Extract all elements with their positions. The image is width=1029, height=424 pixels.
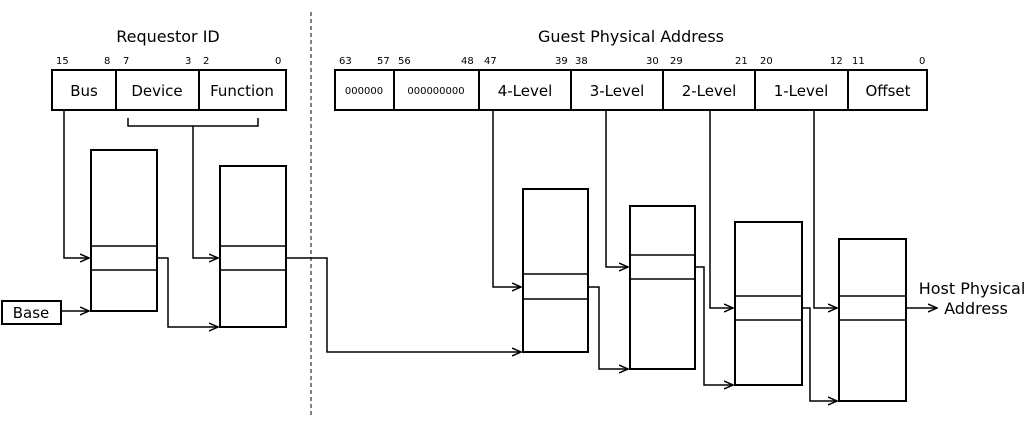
arrow-l1-index bbox=[813, 110, 837, 308]
arrow-l4-to-l3 bbox=[588, 286, 628, 369]
field-reserved-low: 000000000 bbox=[407, 86, 464, 97]
bit-label: 47 bbox=[484, 56, 497, 67]
bit-label: 30 bbox=[646, 56, 659, 67]
bit-label: 7 bbox=[123, 56, 129, 67]
field-level-1: 1-Level bbox=[774, 82, 829, 100]
arrow-l2-index bbox=[709, 110, 733, 308]
bit-label: 63 bbox=[339, 56, 352, 67]
guest-physical-address-title: Guest Physical Address bbox=[538, 27, 724, 46]
bit-label: 11 bbox=[852, 56, 865, 67]
field-level-4: 4-Level bbox=[498, 82, 553, 100]
bit-label: 57 bbox=[377, 56, 390, 67]
arrow-devfn-index bbox=[192, 138, 218, 258]
bit-label: 20 bbox=[760, 56, 773, 67]
arrow-context-to-l4 bbox=[286, 257, 521, 352]
field-offset: Offset bbox=[865, 82, 910, 100]
field-reserved-high: 000000 bbox=[345, 86, 383, 97]
bit-label: 12 bbox=[830, 56, 843, 67]
guest-physical-address-register: 000000 000000000 4-Level 3-Level 2-Level… bbox=[334, 56, 928, 111]
bit-label: 38 bbox=[575, 56, 588, 67]
connectors bbox=[61, 110, 937, 401]
arrow-l4-index bbox=[492, 110, 521, 287]
arrow-l3-index bbox=[605, 110, 628, 267]
bit-label: 39 bbox=[555, 56, 568, 67]
level-2-page-table bbox=[734, 221, 803, 386]
arrow-root-to-context bbox=[157, 257, 218, 327]
arrow-bus-index bbox=[63, 110, 89, 258]
bit-label: 29 bbox=[670, 56, 683, 67]
field-bus: Bus bbox=[70, 82, 98, 100]
bit-label: 0 bbox=[275, 56, 281, 67]
bit-label: 2 bbox=[203, 56, 209, 67]
field-device: Device bbox=[131, 82, 182, 100]
requestor-id-register: Bus Device Function 15 8 7 3 2 0 bbox=[51, 56, 287, 111]
bit-label: 8 bbox=[104, 56, 110, 67]
arrow-l2-to-l1 bbox=[802, 307, 837, 401]
bit-label: 15 bbox=[56, 56, 69, 67]
arrow-l3-to-l2 bbox=[695, 266, 733, 385]
root-table bbox=[90, 149, 158, 312]
bit-label: 48 bbox=[461, 56, 474, 67]
field-function: Function bbox=[210, 82, 274, 100]
host-physical-address-label-line2: Address bbox=[944, 299, 1008, 318]
level-4-page-table bbox=[522, 188, 589, 353]
host-physical-address-label: Host Physical bbox=[919, 279, 1026, 298]
base-label: Base bbox=[13, 304, 50, 322]
bit-label: 21 bbox=[735, 56, 748, 67]
device-function-brace bbox=[127, 118, 259, 138]
base-register bbox=[1, 300, 62, 325]
bit-label: 3 bbox=[185, 56, 191, 67]
context-table bbox=[219, 165, 287, 328]
field-level-3: 3-Level bbox=[590, 82, 645, 100]
level-3-page-table bbox=[629, 205, 696, 370]
bit-label: 0 bbox=[919, 56, 925, 67]
level-1-page-table bbox=[838, 238, 907, 402]
requestor-id-title: Requestor ID bbox=[116, 27, 219, 46]
field-level-2: 2-Level bbox=[682, 82, 737, 100]
bit-label: 56 bbox=[398, 56, 411, 67]
